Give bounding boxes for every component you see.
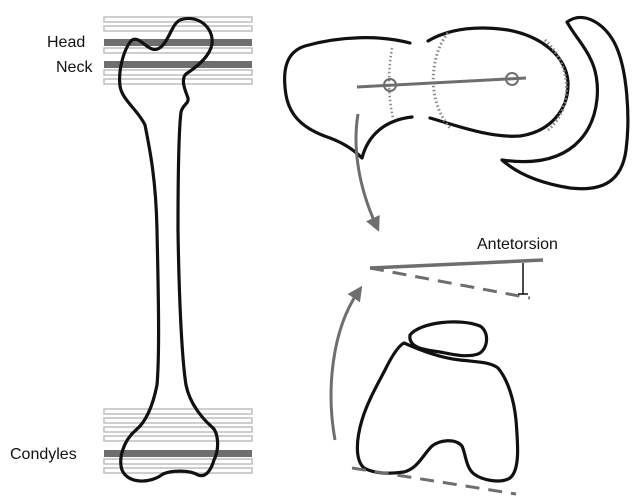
condyles-slice-band [104,450,252,457]
neck-label: Neck [56,59,93,76]
femur-outline [120,18,218,481]
slice-band [104,427,252,432]
neck-axis-line [357,78,526,87]
curved-arrow-up-icon [331,292,358,440]
slice-band [104,79,252,84]
slice-band [104,70,252,75]
proximal-femur-outline [285,38,412,158]
slice-band [104,459,252,464]
condyles-label: Condyles [10,446,77,463]
head-label: Head [47,34,85,51]
proximal-femur-axial-view [285,18,628,189]
antetorsion-angle [370,260,543,298]
head-boundary-dotted [433,33,450,128]
neck-boundary-dotted [389,48,393,118]
distal-femur-outline [357,343,517,481]
neck-slice-band [104,61,252,68]
slice-band [104,418,252,423]
antetorsion-label: Antetorsion [477,236,558,253]
slice-band [104,26,252,31]
condylar-axis-reference-line [370,268,530,298]
slice-band [104,409,252,414]
angle-bracket [518,263,528,294]
neck-axis-reference-line [370,260,543,268]
distal-femur-axial-view [352,322,518,494]
head-slice-band [104,39,252,46]
curved-arrow-down-icon [356,114,376,225]
